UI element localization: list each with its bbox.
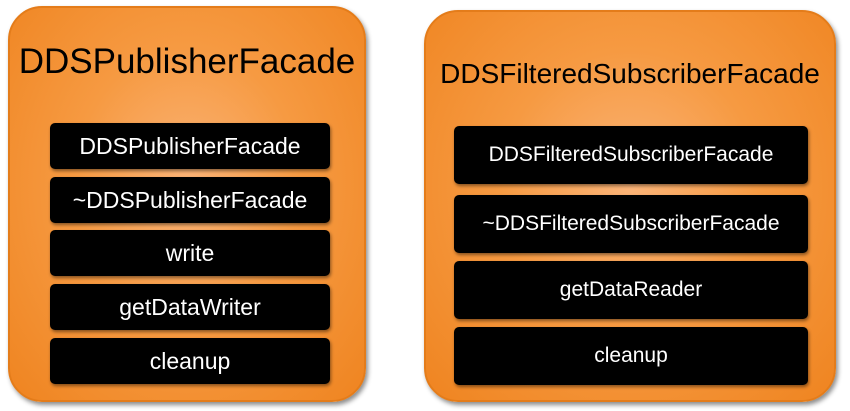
class-box-ddspublisherfacade: DDSPublisherFacade DDSPublisherFacade ~D… [8, 6, 366, 402]
class-title: DDSFilteredSubscriberFacade [440, 58, 820, 89]
method-destructor: ~DDSPublisherFacade [50, 177, 330, 223]
method-cleanup: cleanup [50, 338, 330, 384]
method-constructor: DDSPublisherFacade [50, 123, 330, 169]
class-title: DDSPublisherFacade [18, 42, 356, 81]
class-box-ddsfilteredsubscriberfacade: DDSFilteredSubscriberFacade DDSFilteredS… [424, 10, 836, 402]
method-get-data-reader: getDataReader [454, 261, 808, 319]
method-get-data-writer: getDataWriter [50, 284, 330, 330]
method-cleanup: cleanup [454, 327, 808, 385]
method-destructor: ~DDSFilteredSubscriberFacade [454, 195, 808, 253]
method-write: write [50, 230, 330, 276]
method-constructor: DDSFilteredSubscriberFacade [454, 126, 808, 184]
